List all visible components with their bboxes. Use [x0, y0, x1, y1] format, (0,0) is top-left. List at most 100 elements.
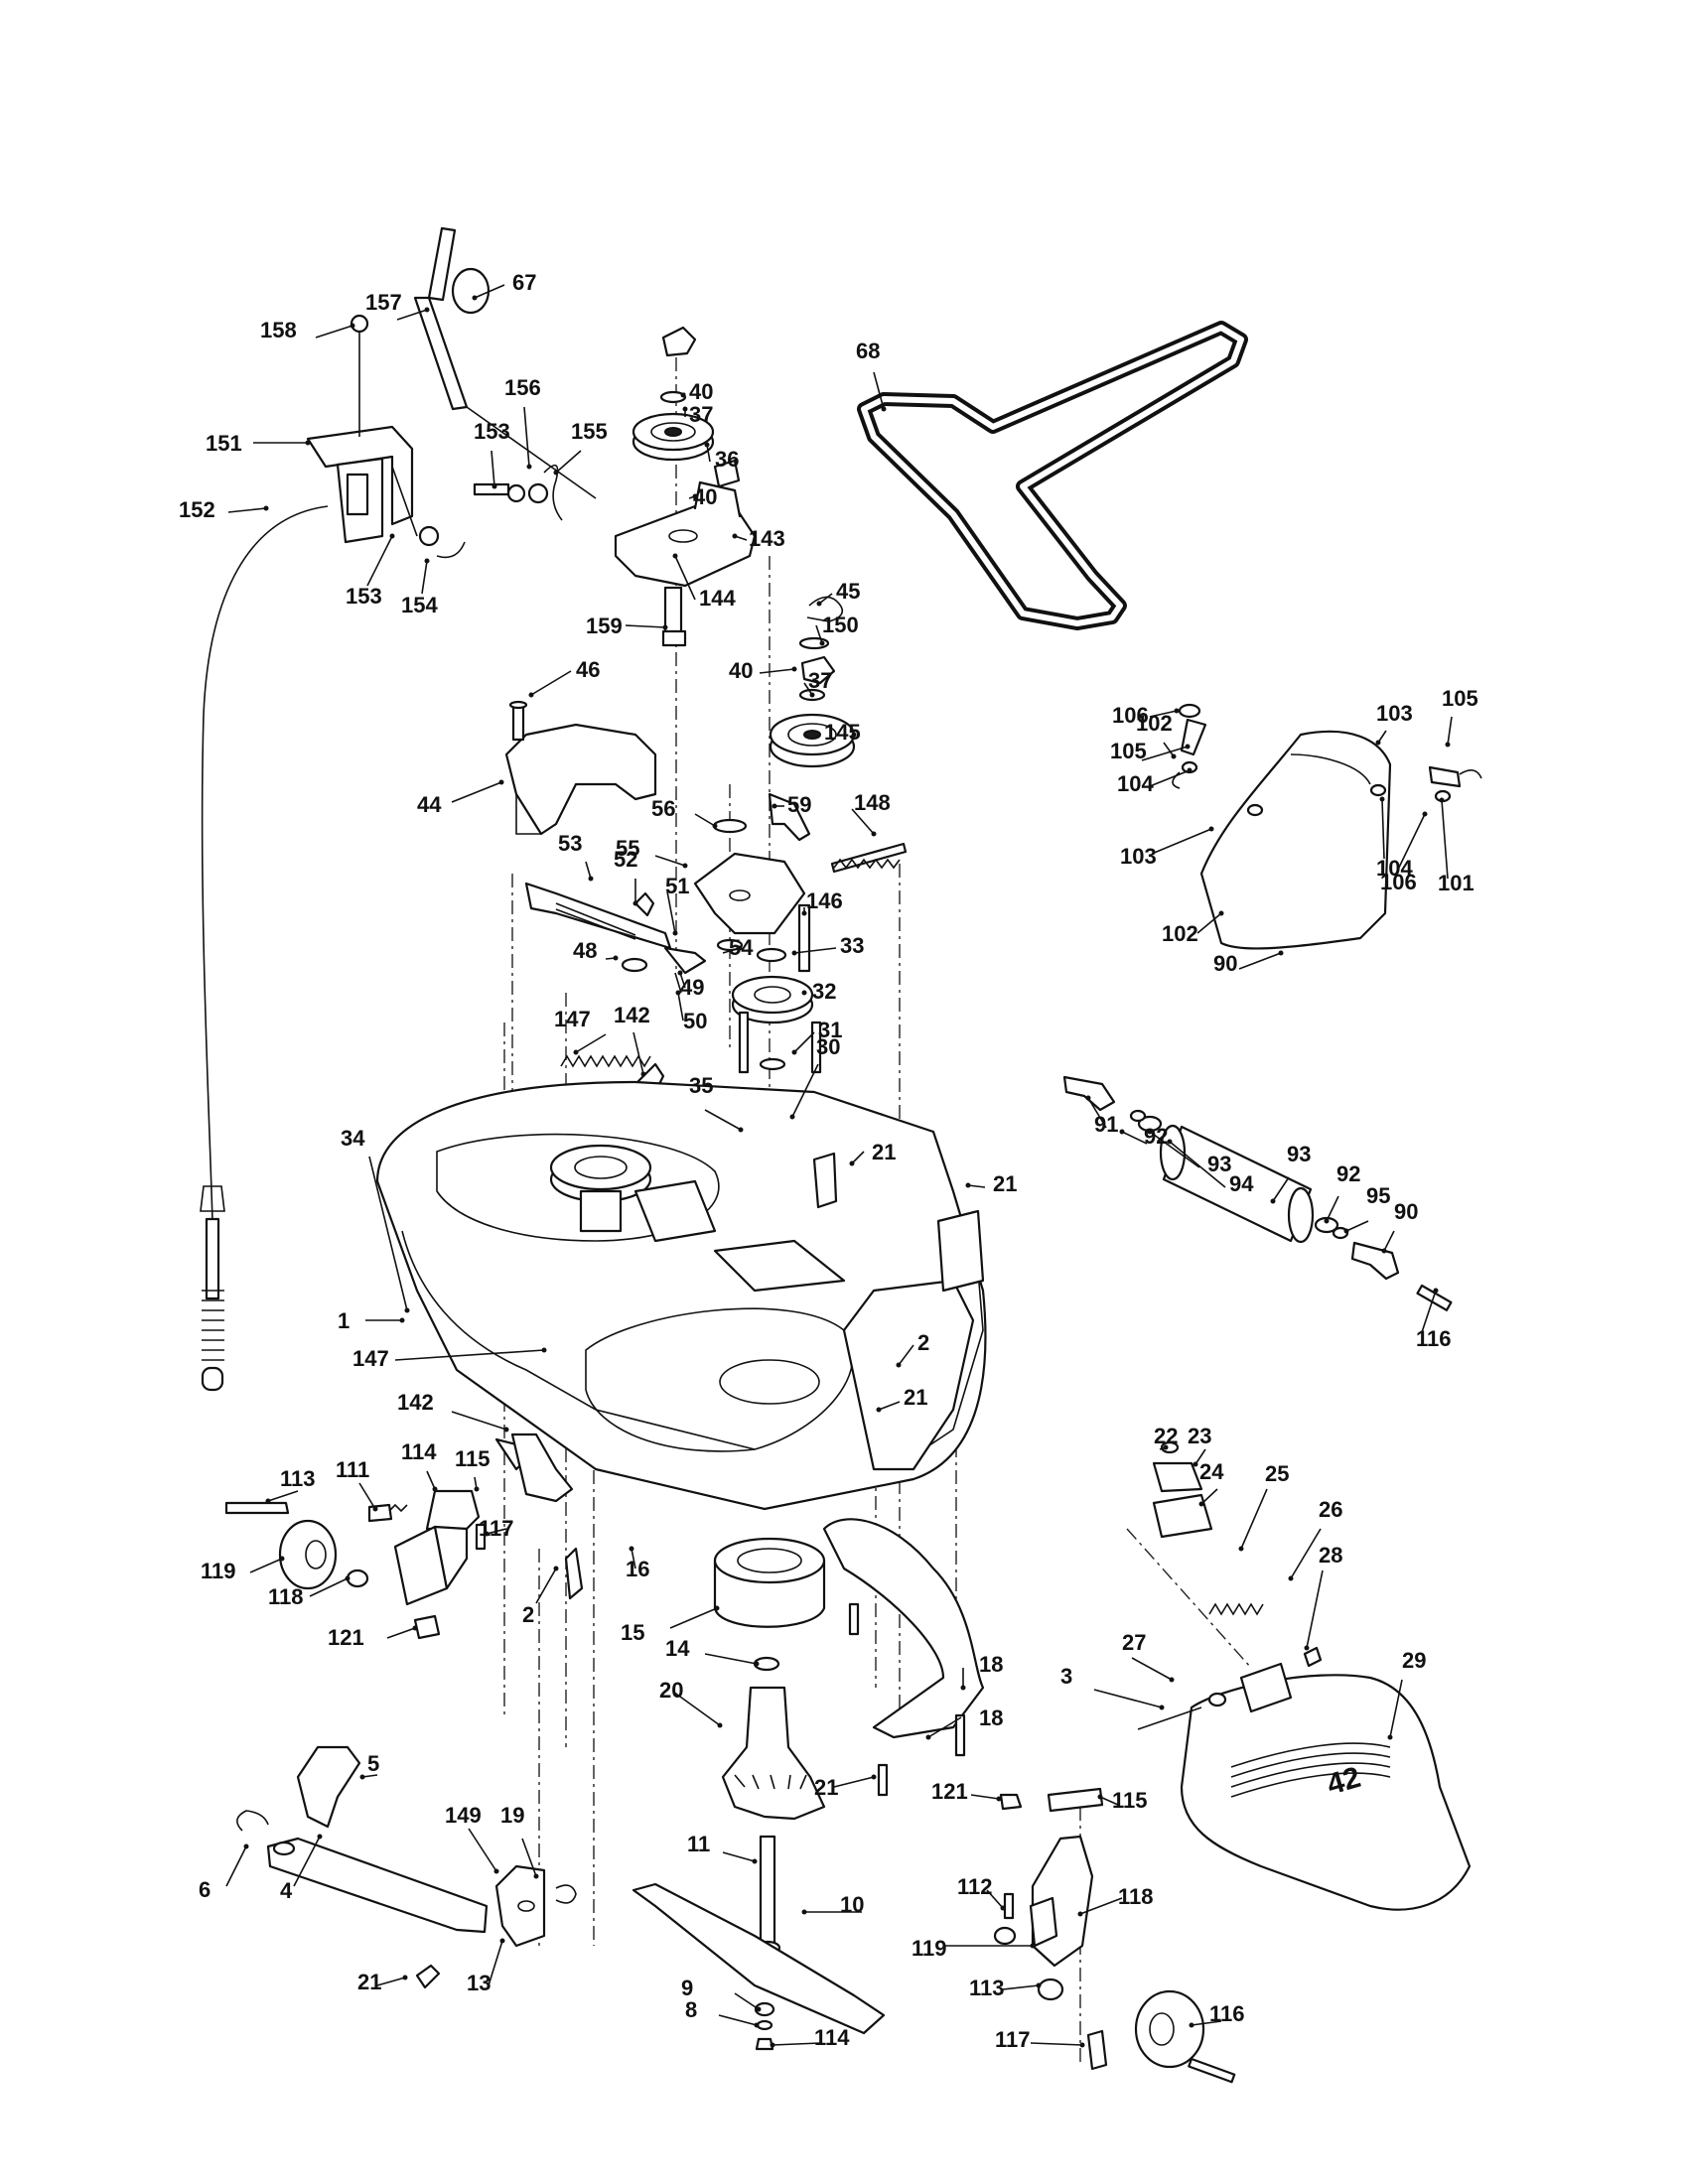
- spindle-assembly: [632, 1537, 886, 2051]
- callout-leader: [772, 2042, 821, 2046]
- callout-number: 106: [1380, 870, 1417, 894]
- callout-number: 10: [840, 1892, 864, 1917]
- callout-leader-tip: [372, 1506, 378, 1512]
- callout-leader-tip: [851, 732, 857, 738]
- callout-leader-tip: [1343, 1228, 1349, 1234]
- callout-number: 154: [401, 593, 438, 617]
- callout-number: 21: [993, 1171, 1017, 1196]
- gauge-wheel-right: [993, 1787, 1236, 2084]
- callout-leader-tip: [801, 990, 807, 996]
- callout-leader: [293, 1836, 321, 1887]
- callout-number: 117: [479, 1516, 514, 1541]
- callout-leader-tip: [474, 1486, 480, 1492]
- deck-roller-assembly: [1062, 1075, 1453, 1311]
- callout-leader: [521, 1838, 537, 1877]
- callout-number: 113: [969, 1976, 1005, 2000]
- callout-leader: [426, 1470, 436, 1490]
- discharge-chute-guard: 42: [1137, 1440, 1472, 1911]
- callout-leader: [421, 560, 428, 595]
- callout-leader-tip: [629, 1546, 634, 1552]
- callout-leader: [674, 555, 696, 601]
- callout-leader: [631, 1548, 636, 1570]
- callout-leader: [555, 450, 582, 474]
- callout-leader-tip: [404, 1307, 410, 1313]
- callout-number: 45: [836, 579, 860, 604]
- callout-leader-tip: [692, 493, 698, 499]
- callout-number: 29: [1402, 1648, 1426, 1673]
- callout-leader-tip: [1387, 1734, 1393, 1740]
- callout-leader: [451, 1411, 507, 1431]
- callout-number: 28: [1319, 1543, 1342, 1568]
- callout-number: 40: [729, 658, 753, 683]
- callout-number: 121: [931, 1779, 968, 1804]
- callout-number: 52: [614, 847, 637, 872]
- callout-number: 106: [1112, 703, 1149, 728]
- callout-leader: [1141, 746, 1189, 761]
- callout-number: 156: [504, 375, 541, 400]
- callout-number: 94: [1229, 1171, 1254, 1196]
- callout-number: 148: [854, 790, 891, 815]
- callout-leader-tip: [350, 323, 355, 329]
- callout-number: 22: [1154, 1424, 1178, 1448]
- callout-leader-tip: [1439, 797, 1445, 803]
- callout-number: 34: [341, 1126, 365, 1151]
- callout-leader: [1421, 1290, 1437, 1333]
- callout-leader: [309, 1577, 349, 1597]
- callout-leader-tip: [791, 1049, 797, 1055]
- callout-number: 114: [401, 1439, 437, 1464]
- callout-leader-tip: [682, 863, 688, 869]
- callout-leader: [1079, 1897, 1123, 1915]
- callout-leader-tip: [491, 483, 497, 489]
- callout-leader: [1383, 1230, 1395, 1252]
- lift-lever-assembly: [306, 226, 597, 559]
- callout-number: 26: [1319, 1497, 1342, 1522]
- callout-number: 113: [280, 1466, 316, 1491]
- callout-number: 150: [822, 613, 859, 637]
- callout-number: 92: [1336, 1161, 1360, 1186]
- callout-leader-tip: [738, 1127, 744, 1133]
- callout-leader-tip: [243, 1843, 249, 1849]
- callout-leader-tip: [732, 533, 738, 539]
- callout-number: 111: [336, 1457, 369, 1482]
- callout-leader: [927, 1716, 962, 1738]
- callout-leader-tip: [1198, 1501, 1204, 1507]
- callout-number: 104: [1117, 771, 1154, 796]
- callout-leader-tip: [801, 910, 807, 916]
- callout-number: 105: [1442, 686, 1478, 711]
- callout-number: 102: [1162, 921, 1198, 946]
- callout-number: 18: [979, 1652, 1003, 1677]
- callout-leader-tip: [791, 950, 797, 956]
- callout-number: 158: [260, 318, 297, 342]
- callout-number: 25: [1265, 1461, 1289, 1486]
- control-cable: [200, 505, 329, 1392]
- callout-leader-tip: [996, 1796, 1002, 1802]
- callout-leader-tip: [680, 392, 686, 398]
- callout-number: 23: [1188, 1424, 1211, 1448]
- callout-number: 103: [1376, 701, 1413, 726]
- callout-leader-tip: [712, 823, 718, 829]
- callout-leader: [1389, 1679, 1403, 1738]
- callout-leader: [759, 668, 795, 674]
- callout-leader-tip: [682, 406, 688, 412]
- callout-number: 118: [1118, 1884, 1154, 1909]
- callout-leader-tip: [770, 2042, 775, 2048]
- callout-leader-tip: [553, 1566, 559, 1571]
- callout-leader-tip: [717, 1722, 723, 1728]
- callout-number: 37: [808, 668, 832, 693]
- callout-leader: [1200, 1488, 1218, 1505]
- callout-leader: [1087, 1097, 1107, 1129]
- callout-leader: [1149, 769, 1191, 787]
- callout-leader-tip: [672, 553, 678, 559]
- callout-leader: [249, 1558, 283, 1573]
- callout-leader-tip: [389, 533, 395, 539]
- callout-leader-tip: [399, 1317, 405, 1323]
- callout-leader-tip: [881, 406, 887, 412]
- callout-leader-tip: [613, 955, 619, 961]
- callout-leader: [1163, 742, 1175, 757]
- callout-number: 36: [715, 447, 739, 472]
- callout-number: 144: [699, 586, 736, 611]
- callout-number: 1: [338, 1308, 350, 1333]
- callout-leader-tip: [553, 470, 559, 476]
- callout-leader-tip: [533, 1873, 539, 1879]
